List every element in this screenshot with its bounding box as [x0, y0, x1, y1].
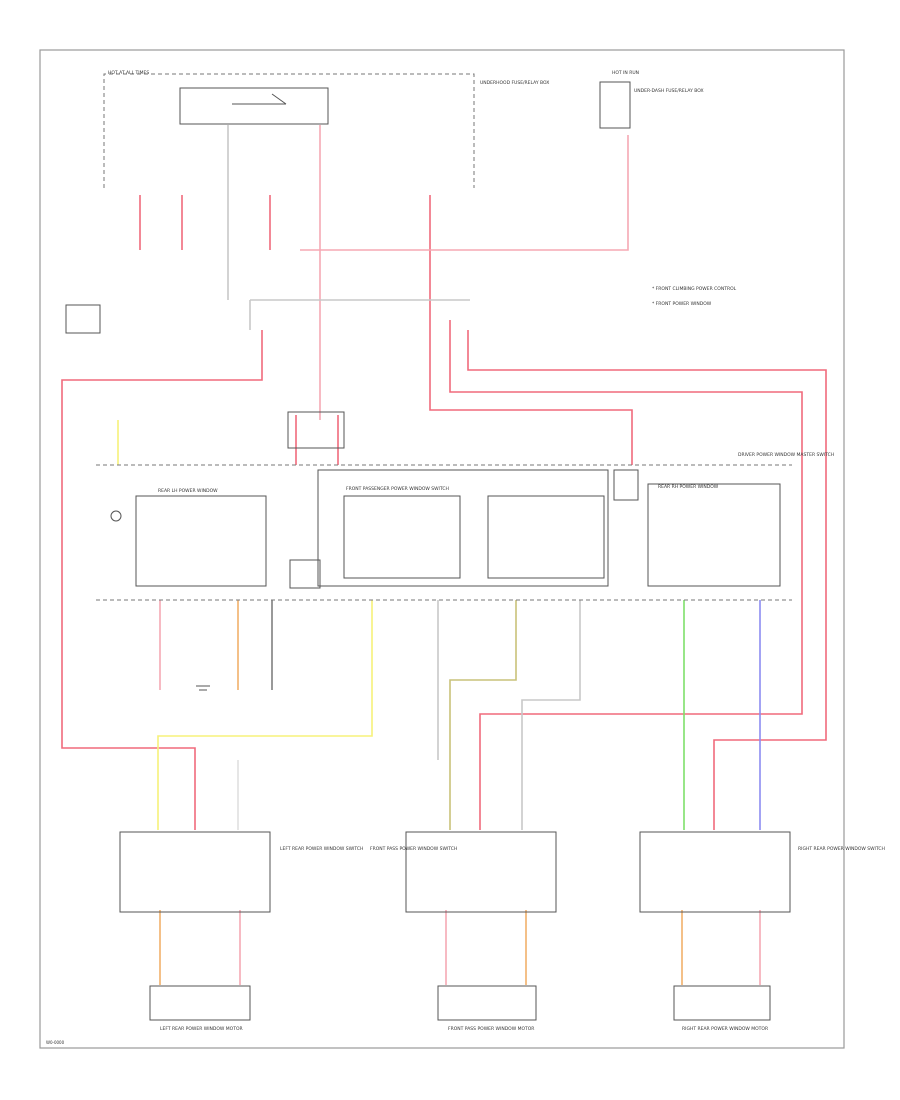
rear-lh-window-label: REAR LH POWER WINDOW — [158, 488, 218, 494]
underhood-fuse-box: HOT AT ALL TIMES UNDERHOOD FUSE/RELAY BO… — [103, 70, 549, 188]
legend-line-2: * FRONT POWER WINDOW — [652, 301, 712, 307]
right-rear-switch-label: RIGHT REAR POWER WINDOW SWITCH — [798, 846, 885, 852]
page-reference: W0-0000 — [46, 1040, 65, 1045]
connector-box — [65, 304, 101, 334]
right-rear-window-switch: RIGHT REAR POWER WINDOW SWITCH — [639, 831, 885, 913]
right-motor-label: RIGHT REAR POWER WINDOW MOTOR — [682, 1026, 768, 1032]
hot-at-all-times-label: HOT AT ALL TIMES — [108, 70, 149, 76]
diagram-frame — [39, 49, 845, 1049]
right-rear-window-motor: RIGHT REAR POWER WINDOW MOTOR — [673, 985, 771, 1032]
left-rear-window-switch: LEFT REAR POWER WINDOW SWITCH — [119, 831, 363, 913]
legend-line-1: * FRONT CLIMBING POWER CONTROL — [652, 286, 737, 292]
wires — [61, 125, 827, 985]
left-rear-switch-label: LEFT REAR POWER WINDOW SWITCH — [280, 846, 363, 852]
front-pass-window-motor: FRONT PASS POWER WINDOW MOTOR — [437, 985, 537, 1032]
hot-in-run-label: HOT IN RUN — [612, 70, 639, 76]
left-motor-label: LEFT REAR POWER WINDOW MOTOR — [160, 1026, 243, 1032]
under-dash-fuse-box-label: UNDER-DASH FUSE/RELAY BOX — [634, 88, 704, 94]
master-switch-assembly: DRIVER POWER WINDOW MASTER SWITCH REAR L… — [96, 411, 834, 601]
driver-master-switch-label: DRIVER POWER WINDOW MASTER SWITCH — [738, 452, 834, 458]
front-pass-window-switch: FRONT PASS POWER WINDOW SWITCH — [370, 831, 557, 913]
under-dash-fuse-box: HOT IN RUN UNDER-DASH FUSE/RELAY BOX — [599, 70, 704, 129]
left-rear-window-motor: LEFT REAR POWER WINDOW MOTOR — [149, 985, 251, 1032]
ground-symbol — [196, 685, 210, 691]
front-pass-switch-label: FRONT PASS POWER WINDOW SWITCH — [370, 846, 457, 852]
rear-rh-window-label: REAR RH POWER WINDOW — [658, 484, 719, 490]
front-motor-label: FRONT PASS POWER WINDOW MOTOR — [448, 1026, 534, 1032]
legend: * FRONT CLIMBING POWER CONTROL * FRONT P… — [652, 286, 737, 307]
underhood-fuse-box-label: UNDERHOOD FUSE/RELAY BOX — [480, 80, 549, 86]
front-pass-label: FRONT PASSENGER POWER WINDOW SWITCH — [346, 486, 449, 492]
